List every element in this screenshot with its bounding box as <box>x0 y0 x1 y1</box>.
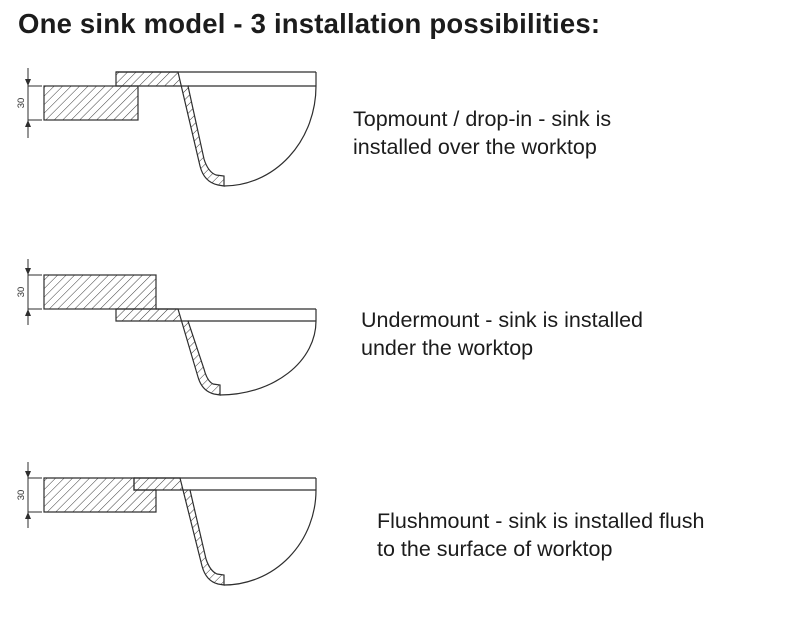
dim-arrow-bottom <box>25 309 31 316</box>
sink-shell <box>115 71 225 187</box>
thickness-dimension: 30 <box>16 68 42 138</box>
sink-shell <box>115 308 221 396</box>
dimension-label: 30 <box>16 98 27 109</box>
rim-lines <box>116 71 317 87</box>
row-flushmount: 30 Flushmount - sink is installed flush … <box>16 458 800 613</box>
caption-flushmount: Flushmount - sink is installed flush to … <box>377 509 705 561</box>
worktop-cross-section <box>43 274 157 310</box>
worktop-cross-section <box>43 85 139 121</box>
page-title: One sink model - 3 installation possibil… <box>18 8 601 39</box>
dimension-label: 30 <box>16 287 27 298</box>
caption-undermount: Undermount - sink is installed under the… <box>361 308 644 360</box>
dim-arrow-top <box>25 268 31 275</box>
dim-arrow-top <box>25 471 31 478</box>
rim-lines <box>156 308 317 322</box>
bowl-outline-arc <box>223 85 317 187</box>
dim-arrow-bottom <box>25 512 31 519</box>
thickness-dimension: 30 <box>16 462 42 528</box>
dim-arrow-top <box>25 79 31 86</box>
sink-shell <box>133 477 225 586</box>
bowl-outline-arc <box>219 320 317 396</box>
rim-lines <box>134 477 317 491</box>
dimension-label: 30 <box>16 490 27 501</box>
caption-topmount: Topmount / drop-in - sink is installed o… <box>353 107 612 159</box>
flushmount-section-drawing: 30 <box>16 462 317 586</box>
topmount-section-drawing: 30 <box>16 68 317 187</box>
undermount-section-drawing: 30 <box>16 259 317 396</box>
row-undermount: 30 Undermount - sink is installed under … <box>16 257 800 412</box>
row-topmount: 30 Topmount / drop-in - sink is installe… <box>16 56 800 211</box>
dim-arrow-bottom <box>25 120 31 127</box>
thickness-dimension: 30 <box>16 259 42 325</box>
bowl-outline-arc <box>223 489 317 586</box>
